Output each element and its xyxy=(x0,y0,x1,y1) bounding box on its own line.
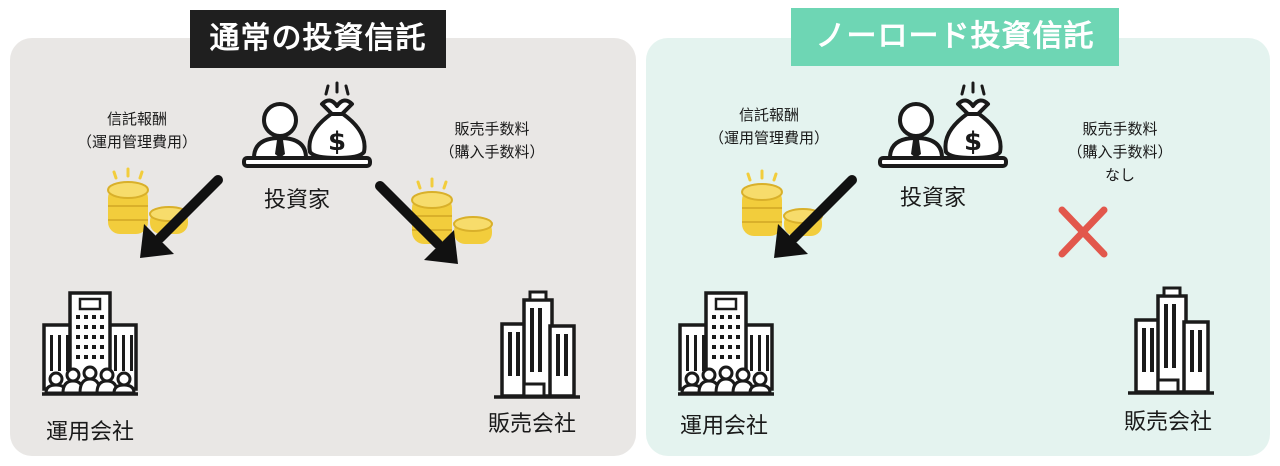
office-building-icon xyxy=(676,291,776,396)
investor-icon xyxy=(242,81,372,168)
seller-label: 販売会社 xyxy=(488,412,577,437)
trust-fee-label: 信託報酬 （運用管理費用） xyxy=(708,106,829,147)
investor-icon xyxy=(878,81,1008,168)
operator-label: 運用会社 xyxy=(680,414,769,439)
cross-icon xyxy=(1058,206,1108,258)
no-load-fund-title: ノーロード投資信託 xyxy=(791,8,1119,66)
sales-fee-label: 販売手数料 （購入手数料） xyxy=(439,120,545,161)
trust-fee-label: 信託報酬 （運用管理費用） xyxy=(76,110,197,151)
standard-fund-title: 通常の投資信託 xyxy=(190,10,446,68)
skyscraper-icon xyxy=(1126,286,1216,395)
investor-label: 投資家 xyxy=(264,188,331,213)
seller-label: 販売会社 xyxy=(1124,410,1213,435)
operator-label: 運用会社 xyxy=(46,420,135,445)
office-building-icon xyxy=(40,291,140,396)
sales-fee-label: 販売手数料 （購入手数料） なし xyxy=(1067,120,1173,184)
skyscraper-icon xyxy=(492,290,582,399)
investor-label: 投資家 xyxy=(900,186,967,211)
